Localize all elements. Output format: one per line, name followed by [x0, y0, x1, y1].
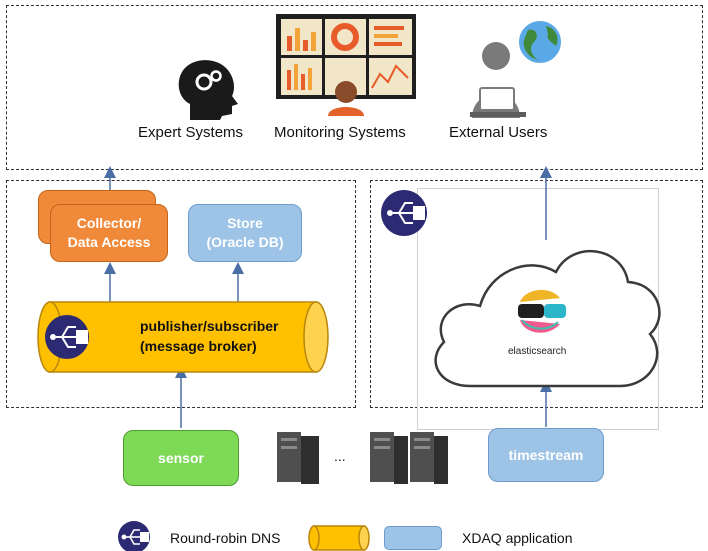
server-icon-2 — [370, 432, 408, 484]
broker-line2: (message broker) — [140, 338, 257, 354]
elasticsearch-logo-icon — [518, 289, 566, 333]
dns-icon-monitoring — [381, 190, 427, 236]
broker-line1: publisher/subscriber — [140, 318, 279, 334]
collector-line2: Data Access — [67, 234, 151, 250]
legend-dns-label: Round-robin DNS — [170, 530, 281, 546]
legend-xdaq-box-icon — [384, 526, 442, 550]
monitoring-systems-label: Monitoring Systems — [274, 124, 406, 141]
consumers-region — [6, 5, 703, 170]
server-icon-3 — [410, 432, 448, 484]
elasticsearch-cloud — [434, 249, 661, 388]
timestream-label: timestream — [508, 446, 584, 463]
message-broker-cylinder — [37, 301, 329, 373]
monitoring-region — [370, 180, 703, 408]
store-line1: Store — [227, 215, 263, 231]
ellipsis-label: ... — [334, 448, 346, 464]
elasticsearch-label: elasticsearch — [508, 346, 567, 357]
timestream-box: timestream — [488, 428, 604, 482]
legend-dns-icon — [118, 521, 150, 551]
legend-xdaq-label: XDAQ application — [462, 530, 573, 546]
sensor-label: sensor — [158, 449, 204, 466]
expert-systems-label: Expert Systems — [138, 124, 244, 141]
sensor-box: sensor — [123, 430, 239, 486]
external-user-icon — [470, 42, 526, 118]
broker-label: publisher/subscriber (message broker) — [140, 316, 278, 356]
globe-icon — [517, 19, 563, 65]
store-line2: (Oracle DB) — [206, 234, 284, 250]
server-icon-1 — [277, 432, 319, 484]
legend-broker-cylinder-icon — [308, 525, 370, 551]
collector-line1: Collector/ — [76, 215, 142, 231]
store-box: Store (Oracle DB) — [188, 204, 302, 262]
monitoring-screen-icon — [276, 14, 416, 116]
external-users-label: External Users — [449, 124, 548, 141]
dns-icon-broker — [45, 315, 89, 359]
collector-box: Collector/Data Access — [50, 204, 168, 262]
expert-head-icon — [178, 60, 238, 120]
